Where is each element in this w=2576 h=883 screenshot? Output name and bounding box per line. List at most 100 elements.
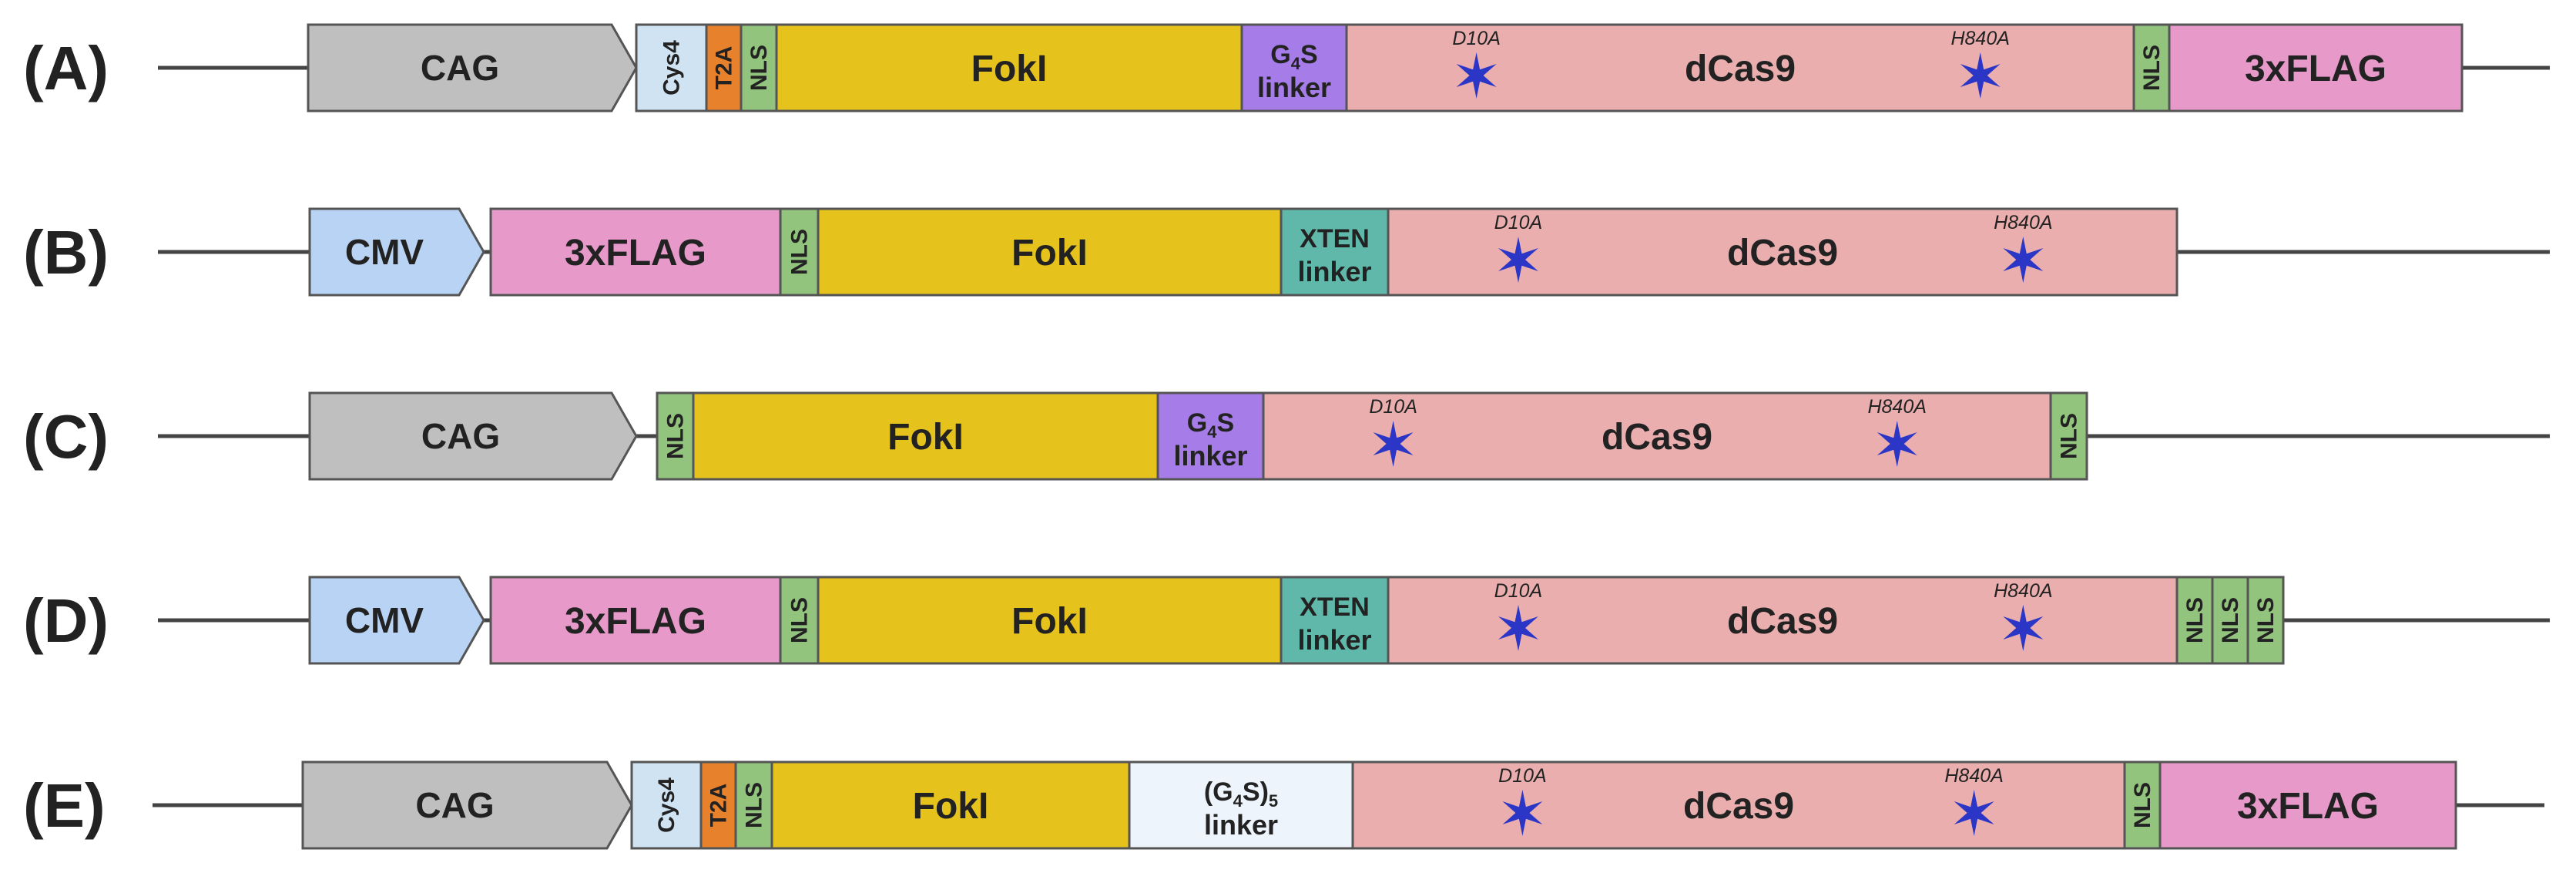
element-label: NLS [2057,413,2082,459]
construct-label: (C) [23,402,109,471]
mutation-label: D10A [1494,212,1543,233]
element-nls: NLS [656,391,695,481]
element-nls: NLS [2246,576,2285,665]
linker-label-line1: G4S [1270,40,1317,73]
element-label: NLS [2253,597,2279,643]
promoter-label: CMV [345,600,424,640]
mutation-label: H840A [1994,580,2052,602]
element-foki: FokI [817,207,1283,297]
element-label: dCas9 [1683,786,1794,827]
element-box [2158,760,2457,850]
element-box [1156,391,1265,481]
element-3xflag: 3xFLAG [2168,23,2464,112]
construct-label: (D) [23,586,109,655]
element-label: FokI [913,786,989,827]
mutation-label: D10A [1452,28,1501,49]
mutation-label: D10A [1498,765,1547,787]
element-label: NLS [787,597,813,643]
promoter-arrow [307,23,638,112]
linker-label-line1: G4S [1187,408,1234,442]
mutation-star-icon [1373,421,1414,467]
element-label: Cys4 [659,40,685,96]
mutation-label: D10A [1494,580,1543,602]
element-box [2246,576,2285,665]
element-nls: NLS [734,760,773,850]
element-label: FokI [971,49,1048,89]
element-box [817,207,1283,297]
element-box [2175,576,2214,665]
element-foki: FokI [770,760,1131,850]
element-box [1128,760,1354,850]
element-dcas9: dCas9 D10A H840A [1387,207,2179,297]
element-nls: NLS [2175,576,2214,665]
element-t2a: T2A [705,23,743,112]
element-box [2132,23,2171,112]
element-box [692,391,1159,481]
element-nls: NLS [2123,760,2162,850]
element-nls: NLS [779,207,820,297]
linker-label-line2: linker [1257,72,1331,103]
promoter-label: CAG [421,48,499,88]
element-label: 3xFLAG [565,233,706,274]
element-label: NLS [2130,782,2155,828]
element-box [635,23,708,112]
linker-label-line2: linker [1173,440,1247,472]
mutation-star-icon [1456,52,1497,99]
element-foki: FokI [775,23,1243,112]
element-label: dCas9 [1602,417,1712,458]
promoter-label: CAG [415,785,494,825]
element-t2a: T2A [699,760,737,850]
element-nls: NLS [740,23,778,112]
element-label: dCas9 [1727,601,1838,642]
linker-label-line1: XTEN [1300,224,1370,253]
mutation-label: H840A [1944,765,2003,787]
element-box [1280,207,1390,297]
element-3xflag: 3xFLAG [489,576,782,665]
promoter-arrow [308,391,638,481]
promoter-arrow [308,576,485,665]
element-foki: FokI [817,576,1283,665]
promoter-arrow [301,760,633,850]
element-label: 3xFLAG [2237,786,2379,827]
element-xten-linker: XTEN linker [1280,207,1390,297]
element-label: FokI [887,417,964,458]
element-label: NLS [2139,45,2165,91]
element-label: NLS [2218,597,2243,643]
element-box [770,760,1131,850]
linker-label-line2: linker [1297,624,1371,656]
element-3xflag: 3xFLAG [489,207,782,297]
linker-label-line2: linker [1204,809,1278,841]
linker-label-line1: (G4S)5 [1204,777,1278,811]
construct-label: (A) [23,34,109,102]
element-label: T2A [706,784,732,828]
element-label: dCas9 [1685,49,1796,89]
element-box [699,760,737,850]
element-label: FokI [1011,601,1088,642]
mutation-star-icon [1502,790,1543,836]
mutation-label: H840A [1994,212,2052,233]
element-dcas9: dCas9 D10A H840A [1351,760,2126,850]
mutation-star-icon [1498,237,1538,283]
mutation-star-icon [2003,237,2044,283]
promoter-label: CMV [345,232,424,272]
element-label: T2A [712,46,737,90]
element-box [2049,391,2088,481]
element-box [1280,576,1390,665]
mutation-star-icon [1877,421,1917,467]
linker-label-line2: linker [1297,256,1371,287]
element-nls: NLS [2049,391,2088,481]
element-label: dCas9 [1727,233,1838,274]
construct-label: (B) [23,218,109,287]
mutation-star-icon [1498,605,1538,651]
element-box [779,207,820,297]
element-nls: NLS [2132,23,2171,112]
